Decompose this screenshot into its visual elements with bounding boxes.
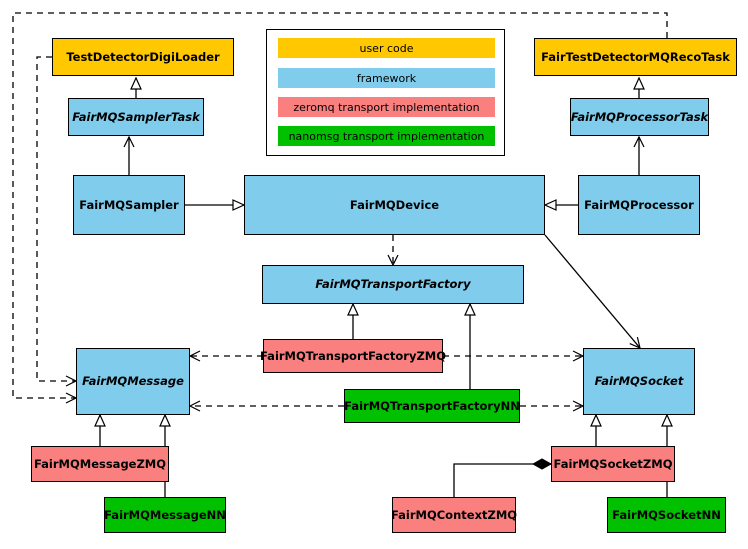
class-label: FairMQProcessorTask bbox=[570, 109, 709, 124]
class-node-fairmqsocketzmq[interactable]: FairMQSocketZMQ bbox=[551, 446, 675, 482]
class-node-fairmqdevice[interactable]: FairMQDevice bbox=[244, 175, 545, 235]
class-node-fairmqsocketnn[interactable]: FairMQSocketNN bbox=[607, 497, 726, 533]
class-node-fairmqmessage[interactable]: FairMQMessage bbox=[76, 348, 190, 415]
legend-item-zeromq: zeromq transport implementation bbox=[278, 97, 495, 117]
legend-item-nanomsg: nanomsg transport implementation bbox=[278, 126, 495, 146]
class-node-fairmqtransportfactorynn[interactable]: FairMQTransportFactoryNN bbox=[344, 389, 520, 423]
class-label: FairMQDevice bbox=[349, 197, 440, 212]
class-node-fairmqsocket[interactable]: FairMQSocket bbox=[583, 348, 695, 415]
class-node-fairmqmessagezmq[interactable]: FairMQMessageZMQ bbox=[31, 446, 169, 482]
class-label: FairMQProcessor bbox=[584, 197, 694, 212]
class-label: FairMQTransportFactoryZMQ bbox=[260, 348, 447, 363]
legend-item-framework: framework bbox=[278, 68, 495, 88]
class-node-fairmqmessagenn[interactable]: FairMQMessageNN bbox=[104, 497, 226, 533]
class-node-fairmqcontextzmq[interactable]: FairMQContextZMQ bbox=[391, 497, 517, 533]
class-node-fairmqprocessortask[interactable]: FairMQProcessorTask bbox=[570, 98, 709, 136]
class-label: FairMQTransportFactoryNN bbox=[344, 398, 520, 413]
class-node-fairmqtransportfactory[interactable]: FairMQTransportFactory bbox=[262, 265, 524, 304]
class-label: FairMQSamplerTask bbox=[72, 109, 200, 124]
class-label: FairMQSocketNN bbox=[612, 507, 721, 522]
class-node-fairmqsamplertask[interactable]: FairMQSamplerTask bbox=[68, 98, 204, 136]
class-label: FairMQSocket bbox=[594, 374, 684, 389]
class-label: FairMQContextZMQ bbox=[390, 507, 518, 522]
class-label: TestDetectorDigiLoader bbox=[66, 49, 220, 64]
class-label: FairMQSocketZMQ bbox=[553, 456, 673, 471]
class-label: FairTestDetectorMQRecoTask bbox=[541, 49, 730, 64]
class-label: FairMQMessageNN bbox=[104, 507, 226, 522]
class-label: FairMQTransportFactory bbox=[315, 277, 471, 292]
class-node-testdetectordigiloader[interactable]: TestDetectorDigiLoader bbox=[52, 38, 234, 76]
class-label: FairMQSampler bbox=[79, 197, 179, 212]
class-label: FairMQMessage bbox=[82, 374, 184, 389]
class-label: FairMQMessageZMQ bbox=[33, 456, 167, 471]
class-node-fairmqtransportfactoryzmq[interactable]: FairMQTransportFactoryZMQ bbox=[260, 339, 446, 373]
class-node-fairmqprocessor[interactable]: FairMQProcessor bbox=[578, 175, 700, 235]
legend-item-user-code: user code bbox=[278, 38, 495, 58]
class-node-fairmqsampler[interactable]: FairMQSampler bbox=[73, 175, 185, 235]
legend-panel: user code framework zeromq transport imp… bbox=[266, 29, 505, 156]
class-node-fairtestdetectormqrecotask[interactable]: FairTestDetectorMQRecoTask bbox=[534, 38, 737, 76]
